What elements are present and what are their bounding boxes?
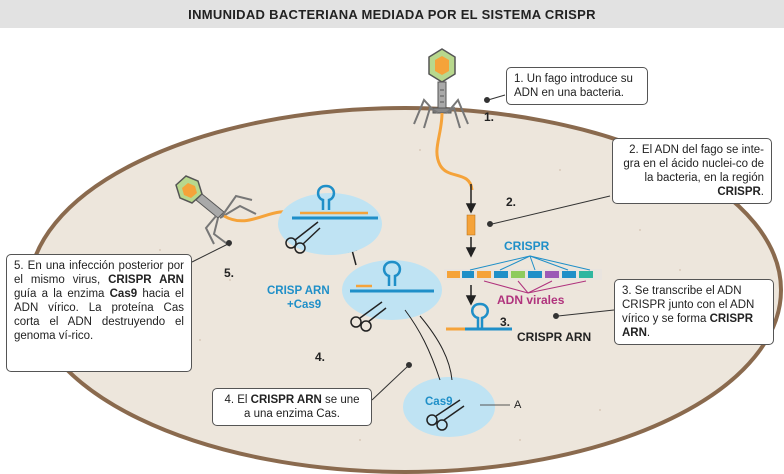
leader-lines (191, 94, 615, 401)
callout-step-4: 4. El CRISPR ARN se une a una enzima Cas… (212, 388, 372, 426)
cas-complex-middle (342, 260, 442, 320)
callout-step-5: 5. En una infección posterior por el mis… (6, 254, 192, 372)
step-5-label: 5. (224, 266, 235, 280)
crisp-arn-cas9-label-2: +Cas9 (287, 299, 322, 311)
callout-step-2: 2. El ADN del fago se inte-gra en el áci… (612, 138, 772, 204)
callout-step-1: 1. Un fago introduce su ADN en una bacte… (506, 67, 648, 105)
callout-step-3: 3. Se transcribe el ADN CRISPR junto con… (614, 279, 774, 345)
scissors-icon (285, 221, 321, 254)
crispr-label: CRISPR (504, 239, 550, 253)
phage-dna-strand (435, 112, 474, 191)
a-label: A (514, 399, 522, 411)
phage-left-icon (175, 175, 257, 247)
step-2-label: 2. (506, 195, 517, 209)
cas-complex-cutting (278, 184, 382, 255)
cas9-label: Cas9 (425, 396, 453, 408)
connector-curve (404, 309, 441, 381)
adn-virales-label: ADN virales (497, 293, 565, 307)
page-title: INMUNIDAD BACTERIANA MEDIADA POR EL SIST… (188, 6, 596, 22)
step-1-label: 1. (484, 110, 495, 124)
step-3-label: 3. (500, 315, 511, 329)
scissors-middle-icon (350, 301, 387, 332)
title-bar: INMUNIDAD BACTERIANA MEDIADA POR EL SIST… (0, 0, 784, 28)
crispr-arn-molecule (446, 302, 512, 331)
connector-curve-2 (419, 315, 453, 381)
step-4-label: 4. (315, 350, 326, 364)
crispr-arn-label: CRISPR ARN (517, 330, 592, 344)
scissors-bottom-icon (426, 399, 465, 431)
crisp-arn-cas9-label-1: CRISP ARN (267, 285, 330, 297)
viral-dna-segment (466, 214, 476, 236)
crispr-array (444, 255, 602, 294)
